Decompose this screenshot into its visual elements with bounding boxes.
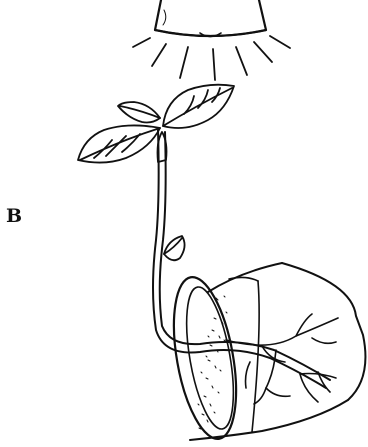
right-leaf xyxy=(163,85,234,128)
small-leaf xyxy=(164,236,185,260)
light-rays xyxy=(133,36,290,80)
roots xyxy=(226,314,338,404)
upper-left-leaf xyxy=(118,102,160,123)
lamp-icon xyxy=(155,0,266,37)
left-leaf xyxy=(78,125,160,162)
